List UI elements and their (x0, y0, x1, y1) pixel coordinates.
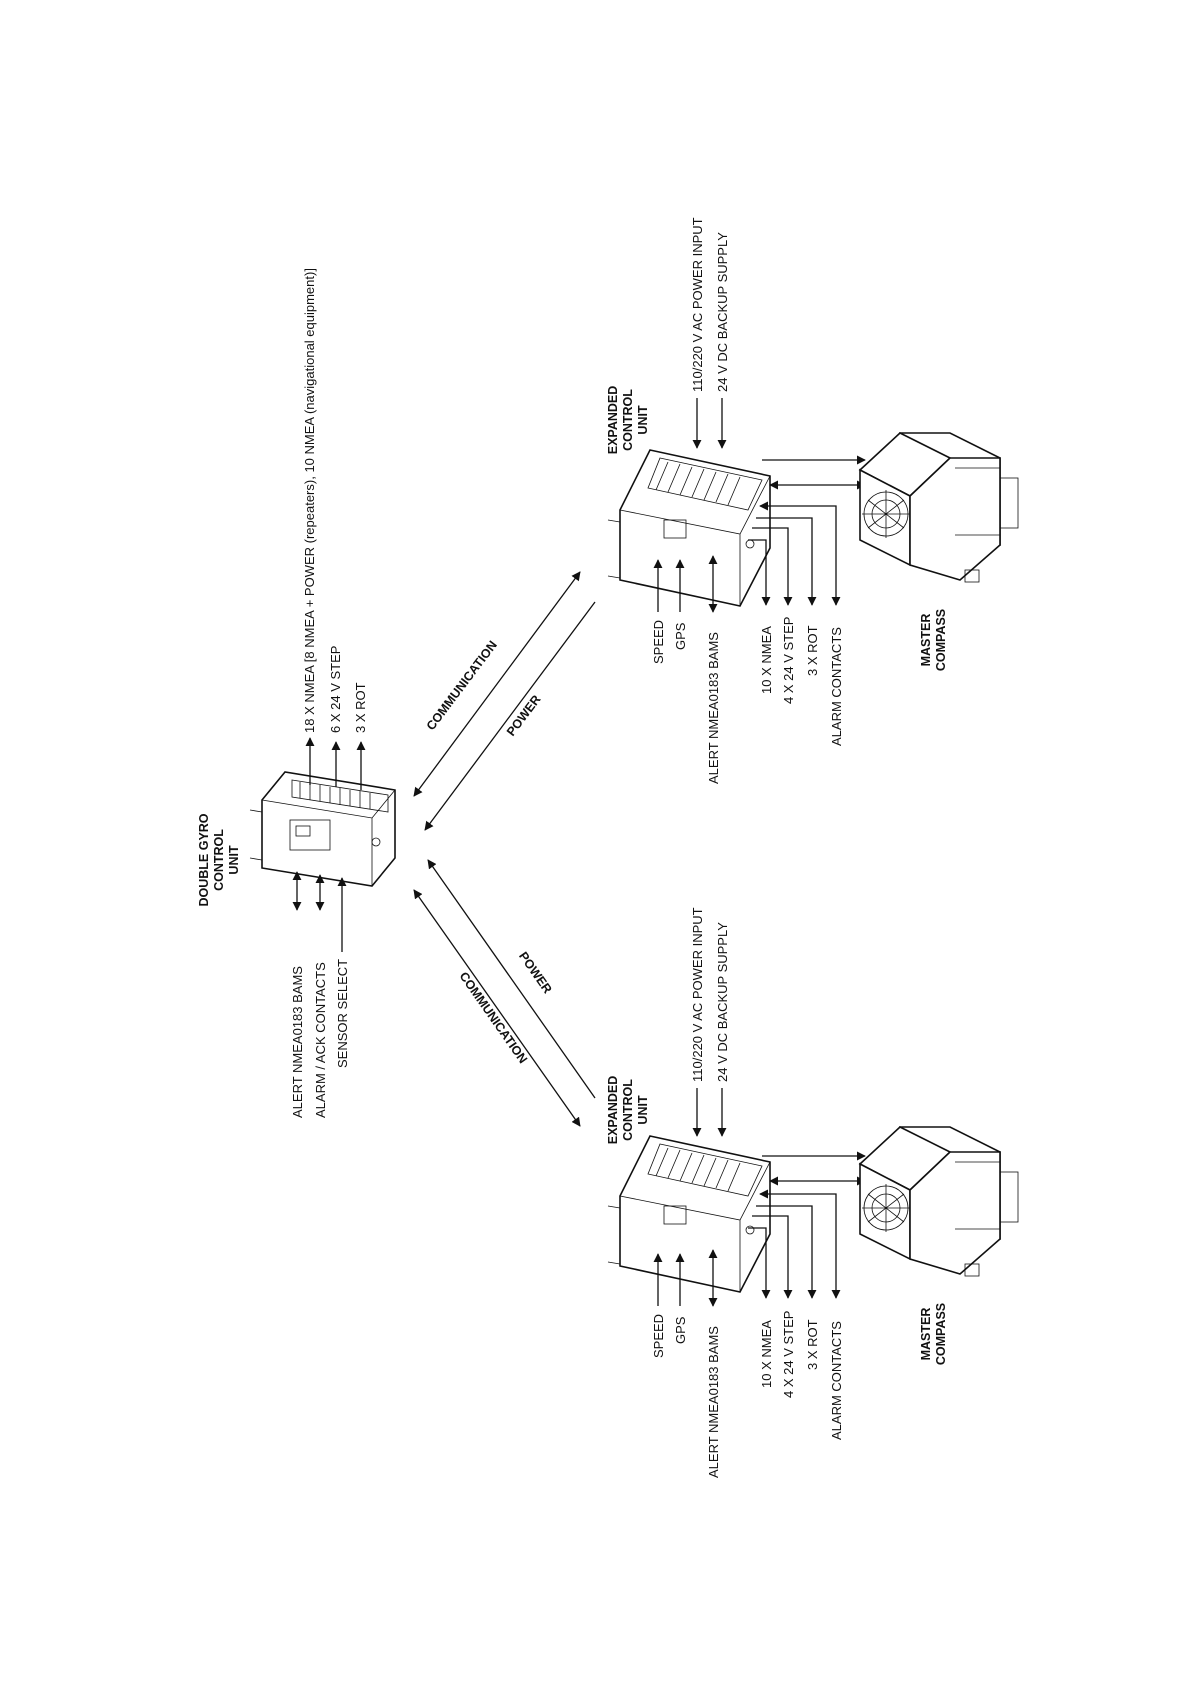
double-gyro-title-line-1: DOUBLE GYRO (197, 813, 211, 906)
master-compass-bottom-title-line-1: MASTER (919, 1308, 933, 1361)
expanded-top-input-speed: SPEED (651, 620, 666, 664)
expanded-bottom-power-ac: 110/220 V AC POWER INPUT (690, 907, 705, 1082)
expanded-bottom-output-rot: 3 X ROT (805, 1319, 820, 1370)
link-bottom: COMMUNICATION POWER (413, 859, 596, 1127)
link-bottom-communication-label: COMMUNICATION (457, 969, 530, 1066)
expanded-top-power-dc: 24 V DC BACKUP SUPPLY (715, 232, 730, 392)
expanded-bottom-output-nmea: 10 X NMEA (759, 1320, 774, 1388)
master-compass-top-title-line-2: COMPASS (934, 609, 948, 671)
master-compass-bottom-title-line-2: COMPASS (934, 1303, 948, 1365)
expanded-top-title-line-1: EXPANDED (606, 386, 620, 455)
expanded-top-output-step: 4 X 24 V STEP (781, 617, 796, 704)
double-gyro-input-alarm-ack: ALARM / ACK CONTACTS (313, 962, 328, 1118)
expanded-bottom-title-line-2: CONTROL (621, 1079, 635, 1141)
expanded-control-unit-top: EXPANDED CONTROL UNIT 110/220 V AC POWER… (606, 217, 866, 784)
master-compass-top: MASTER COMPASS (858, 432, 1019, 671)
link-bottom-power-label: POWER (516, 949, 555, 996)
double-gyro-output-rot: 3 X ROT (353, 682, 368, 733)
expanded-bottom-output-alarm: ALARM CONTACTS (829, 1321, 844, 1440)
double-gyro-unit-icon (249, 771, 396, 887)
expanded-bottom-unit-icon (607, 1135, 771, 1293)
double-gyro-title-line-2: CONTROL (212, 829, 226, 891)
expanded-top-output-rot: 3 X ROT (805, 625, 820, 676)
expanded-control-unit-bottom: EXPANDED CONTROL UNIT 110/220 V AC POWER… (606, 907, 866, 1478)
expanded-top-power-ac: 110/220 V AC POWER INPUT (690, 217, 705, 392)
expanded-bottom-input-bams: ALERT NMEA0183 BAMS (706, 1326, 721, 1478)
double-gyro-input-sensor-select: SENSOR SELECT (335, 959, 350, 1068)
double-gyro-output-step: 6 X 24 V STEP (328, 646, 343, 733)
double-gyro-control-unit: DOUBLE GYRO CONTROL UNIT 18 X NMEA [8 NM… (197, 268, 396, 1118)
master-compass-top-title-line-1: MASTER (919, 614, 933, 667)
link-top-communication-label: COMMUNICATION (424, 638, 500, 733)
double-gyro-input-bams: ALERT NMEA0183 BAMS (290, 966, 305, 1118)
link-top: COMMUNICATION POWER (413, 571, 596, 831)
expanded-top-output-alarm: ALARM CONTACTS (829, 627, 844, 746)
double-gyro-output-nmea: 18 X NMEA [8 NMEA + POWER (repeaters), 1… (302, 268, 317, 733)
master-compass-bottom-icon (858, 1126, 1019, 1277)
expanded-bottom-power-dc: 24 V DC BACKUP SUPPLY (715, 922, 730, 1082)
master-compass-bottom: MASTER COMPASS (858, 1126, 1019, 1365)
expanded-bottom-input-gps: GPS (673, 1316, 688, 1344)
expanded-top-title-line-3: UNIT (636, 405, 650, 435)
expanded-bottom-input-speed: SPEED (651, 1314, 666, 1358)
expanded-top-output-nmea: 10 X NMEA (759, 626, 774, 694)
expanded-top-input-bams: ALERT NMEA0183 BAMS (706, 632, 721, 784)
expanded-bottom-title-line-3: UNIT (636, 1095, 650, 1125)
expanded-bottom-output-step: 4 X 24 V STEP (781, 1311, 796, 1398)
expanded-top-unit-icon (607, 449, 771, 607)
expanded-bottom-title-line-1: EXPANDED (606, 1076, 620, 1145)
master-compass-top-icon (858, 432, 1019, 583)
double-gyro-title-line-3: UNIT (227, 845, 241, 875)
expanded-top-title-line-2: CONTROL (621, 389, 635, 451)
expanded-top-input-gps: GPS (673, 622, 688, 650)
